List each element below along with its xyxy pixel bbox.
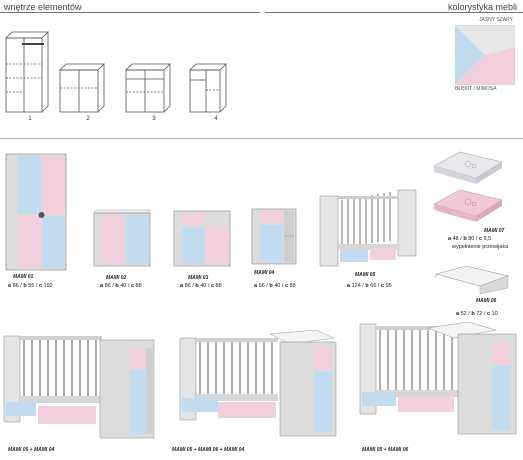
product-dims-mami-04: a 66 / b 40 / c 88 [254, 283, 296, 289]
product-image-mami-05 [319, 189, 417, 267]
product-image-mami-06 [434, 265, 510, 295]
set-image-2 [179, 329, 337, 437]
interior-number-4: 4 [214, 116, 218, 122]
product-name-mami-02: MAMI 02 [106, 275, 127, 281]
interior-drawing-3 [125, 63, 171, 113]
product-name-mami-03: MAMI 03 [188, 275, 209, 281]
product-image-mami-07-gray [433, 151, 503, 184]
product-name-mami-04: MAMI 04 [254, 270, 275, 276]
product-image-mami-01 [5, 153, 67, 271]
product-dims-mami-03: a 86 / b 40 / c 88 [180, 283, 222, 289]
section-title-interior: wnętrze elementów [4, 2, 82, 12]
product-name-mami-07: MAMI 07 [484, 228, 505, 234]
interior-drawing-4 [189, 63, 227, 113]
set-name-1: MAMI 05 + MAMI 04 [8, 447, 55, 453]
product-name-mami-01: MAMI 01 [13, 274, 34, 280]
interior-drawing-1 [5, 31, 49, 113]
product-dims-mami-01: a 86 / b 55 / c 192 [8, 283, 53, 289]
interior-number-1: 1 [28, 116, 32, 122]
interior-number-3: 3 [152, 116, 156, 122]
product-image-mami-03 [173, 210, 231, 267]
product-name-mami-05: MAMI 05 [355, 272, 376, 278]
header-rule-left [0, 12, 260, 13]
set-name-2: MAMI 05 + MAMI 06 + MAMI 04 [172, 447, 245, 453]
product-dims-mami-05: a 124 / b 66 / c 95 [347, 283, 392, 289]
header-rule-right [265, 12, 523, 13]
interior-number-2: 2 [86, 116, 90, 122]
product-dims-mami-06: a 52 / b 72 / c 10 [456, 311, 498, 317]
product-image-mami-04 [251, 208, 297, 265]
product-dims-mami-07: a 48 / b 80 / c 9,5 [448, 236, 492, 242]
color-label-blue-pink: BŁĘKIT / MIMOSA [455, 86, 497, 92]
set-image-3 [359, 321, 517, 435]
section-title-colors: kolorystyka mebli [447, 2, 517, 12]
color-label-gray: JASNY SZARY [479, 17, 513, 23]
section-divider [0, 138, 523, 139]
set-image-1 [3, 335, 155, 439]
product-image-mami-07-pink [433, 189, 503, 222]
product-note-mami-07: wypełnienie przewijaka [452, 244, 509, 250]
product-image-mami-02 [93, 209, 151, 267]
product-name-mami-06: MAMI 06 [476, 298, 497, 304]
set-name-3: MAMI 05 + MAMI 06 [362, 447, 409, 453]
color-swatch [455, 25, 515, 85]
product-dims-mami-02: a 86 / b 40 / c 88 [100, 283, 142, 289]
interior-drawing-2 [59, 63, 105, 113]
